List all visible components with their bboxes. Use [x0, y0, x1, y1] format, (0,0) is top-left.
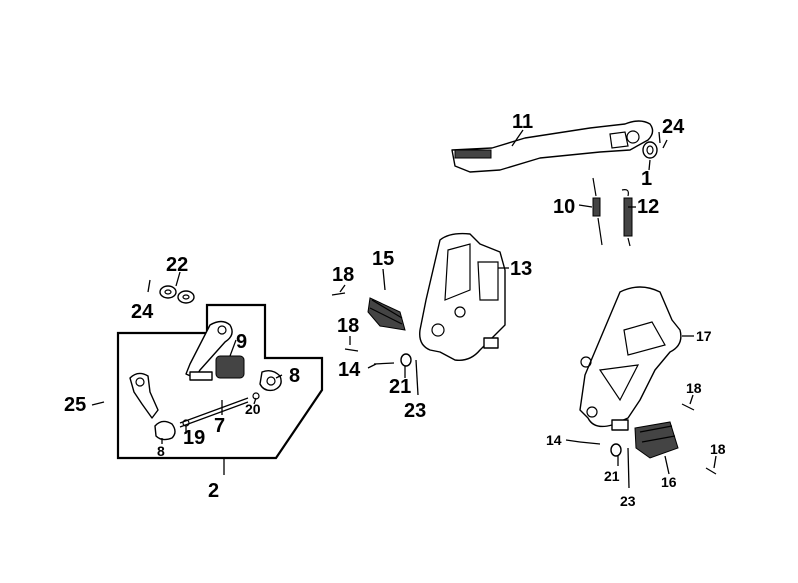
washer-part — [642, 141, 658, 159]
callout-18: 18 — [710, 441, 726, 457]
callout-22: 22 — [166, 254, 188, 276]
link-rod-part — [179, 397, 249, 428]
callout-20: 20 — [245, 401, 261, 417]
callout-10: 10 — [553, 196, 575, 218]
bolt-part — [344, 348, 359, 352]
rod-end-part — [154, 420, 176, 441]
bolt-part — [705, 467, 717, 475]
shift-pedal-part — [129, 372, 159, 419]
leader-lines — [161, 129, 717, 489]
callout-24: 24 — [131, 301, 154, 323]
cotter-pin-part — [147, 279, 151, 293]
bolt-part — [681, 403, 695, 411]
callout-8: 8 — [157, 443, 165, 459]
callout-15: 15 — [372, 248, 394, 270]
washer-part — [400, 353, 412, 367]
callout-18: 18 — [337, 315, 359, 337]
callout-labels: 11 24 1 10 12 13 15 18 18 14 21 23 17 18… — [64, 111, 726, 509]
callout-13: 13 — [510, 258, 532, 280]
callout-23: 23 — [620, 493, 636, 509]
callout-19: 19 — [183, 427, 205, 449]
callout-21: 21 — [604, 468, 620, 484]
callout-14: 14 — [338, 359, 361, 381]
footpeg-rubber-part — [634, 421, 679, 459]
footrest-bracket-part — [579, 286, 682, 431]
rod-end-part — [259, 369, 282, 392]
pin-part — [579, 441, 601, 445]
callout-14: 14 — [546, 432, 562, 448]
pin-part — [373, 362, 395, 365]
callout-18: 18 — [332, 264, 354, 286]
spring-part — [621, 189, 633, 247]
callout-18: 18 — [686, 380, 702, 396]
assembly-frame — [116, 303, 324, 460]
bolt-part — [331, 292, 346, 296]
callout-16: 16 — [661, 474, 677, 490]
washer-part — [159, 285, 195, 304]
callout-12: 12 — [637, 196, 659, 218]
callout-9: 9 — [236, 331, 247, 353]
shift-rubber-part — [215, 355, 245, 379]
callout-21: 21 — [389, 376, 411, 398]
callout-8: 8 — [289, 365, 300, 387]
brake-pedal-part — [451, 120, 654, 173]
callout-25: 25 — [64, 394, 86, 416]
washer-part — [610, 443, 622, 457]
callout-17: 17 — [696, 328, 712, 344]
callout-11: 11 — [512, 111, 533, 133]
cotter-pin-part — [91, 401, 105, 406]
footrest-bracket-part — [419, 232, 506, 361]
footpeg-rubber-part — [367, 297, 406, 331]
cotter-pin-part — [662, 139, 668, 149]
callout-7: 7 — [214, 415, 225, 437]
callout-2: 2 — [208, 480, 219, 502]
spring-part — [592, 177, 603, 246]
callout-1: 1 — [641, 168, 652, 190]
callout-24: 24 — [662, 116, 685, 138]
callout-23: 23 — [404, 400, 426, 422]
shift-arm-part — [185, 320, 233, 381]
